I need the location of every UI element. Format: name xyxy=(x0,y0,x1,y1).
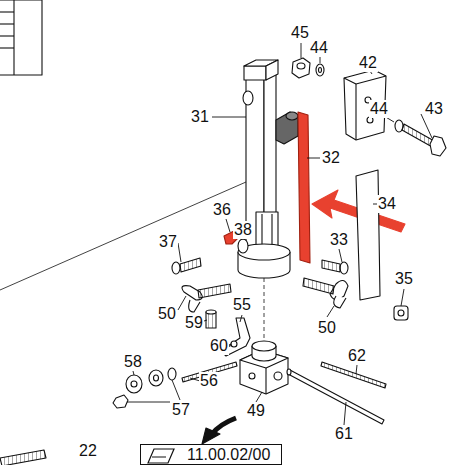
screw-35 xyxy=(394,306,408,320)
callout-number: 60 xyxy=(209,337,229,355)
partial-part xyxy=(0,0,42,75)
spring-22 xyxy=(0,450,46,465)
leader-lines xyxy=(127,43,432,425)
nut-45 xyxy=(292,58,310,78)
shaft-61 xyxy=(287,369,384,424)
reference-code: 11.00.02/00 xyxy=(187,446,271,464)
scale-34 xyxy=(356,170,380,300)
screw-33 xyxy=(322,260,348,274)
book-icon xyxy=(144,445,180,464)
callout-number: 49 xyxy=(246,402,266,420)
screw-37 xyxy=(172,258,201,274)
gearbox-49 xyxy=(240,341,288,394)
callout-number: 34 xyxy=(377,195,397,213)
callout-number: 56 xyxy=(199,372,219,390)
callout-number: 45 xyxy=(290,24,310,42)
callout-number: 57 xyxy=(171,401,191,419)
callout-number: 36 xyxy=(212,201,232,219)
callout-number: 37 xyxy=(158,233,178,251)
callout-number: 44 xyxy=(369,100,389,118)
reference-arrow xyxy=(202,428,220,444)
callout-number: 22 xyxy=(78,442,98,460)
callout-number: 58 xyxy=(123,353,143,371)
callout-number: 44 xyxy=(309,39,329,57)
callout-number: 55 xyxy=(232,296,252,314)
washer-44 xyxy=(316,64,324,76)
washer-57 xyxy=(113,368,176,408)
callout-number: 32 xyxy=(321,149,341,167)
pin-60 xyxy=(231,341,237,347)
callout-number: 62 xyxy=(347,347,367,365)
callout-number: 33 xyxy=(329,231,349,249)
knob-58 xyxy=(126,370,163,393)
rod-62 xyxy=(321,362,386,388)
callout-number: 42 xyxy=(358,54,378,72)
scale-bar-32 xyxy=(298,112,310,263)
callout-number: 35 xyxy=(394,270,414,288)
screw-59 xyxy=(206,310,216,328)
washer-38 xyxy=(238,239,248,253)
callout-number: 59 xyxy=(184,314,204,332)
callout-number: 50 xyxy=(157,305,177,323)
callout-number: 31 xyxy=(190,108,210,126)
callout-number: 43 xyxy=(424,100,444,118)
wing-bolt-50 xyxy=(303,278,348,308)
callout-number: 61 xyxy=(334,425,354,443)
wing-bolt-50 xyxy=(182,284,231,312)
reference-box: 11.00.02/00 xyxy=(140,444,282,465)
bolt-43 xyxy=(402,124,446,156)
callout-number: 50 xyxy=(317,319,337,337)
callout-number: 38 xyxy=(233,221,253,239)
